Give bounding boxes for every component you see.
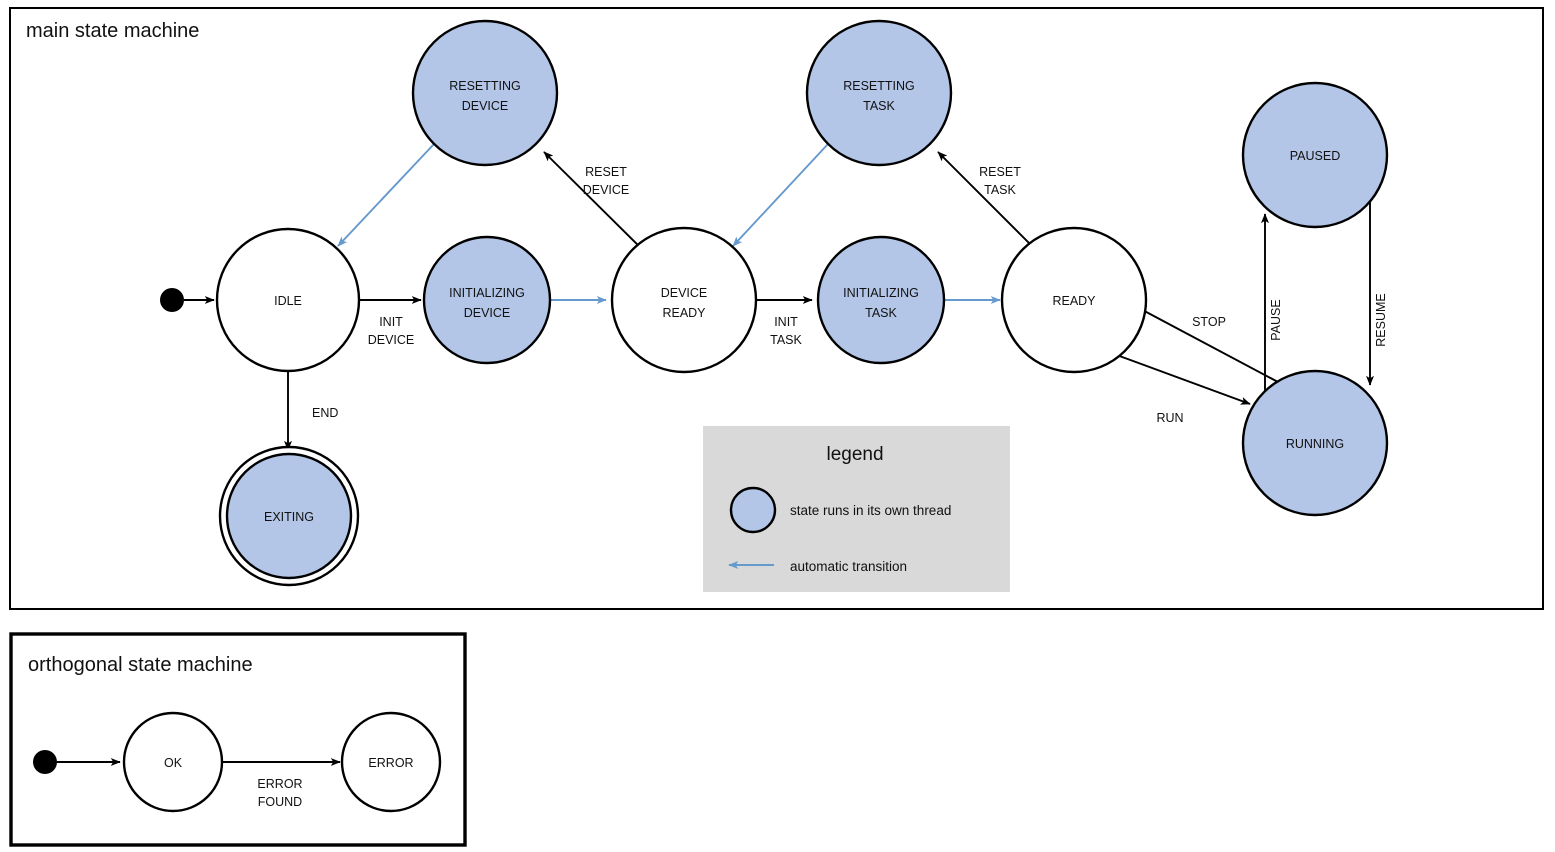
transition-running-to-paused: PAUSE [1261,213,1283,410]
state-ok-shape[interactable] [122,711,224,813]
legend-thread-swatch-icon [729,486,777,534]
transition-ready-to-resetting-task: RESET TASK [937,151,1041,255]
state-resetting-device-label-line2: DEVICE [462,99,509,113]
state-error-shape[interactable] [340,711,442,813]
edge-label-error-found-line1: ERROR [257,777,302,791]
state-ok-label: OK [164,756,183,770]
state-error[interactable]: ERROR [340,711,442,813]
state-initializing-task-label-line2: TASK [865,306,897,320]
state-resetting-device-label-line1: RESETTING [449,79,521,93]
state-ready-shape[interactable] [1000,226,1148,374]
state-initializing-device-label-line1: INITIALIZING [449,286,525,300]
transition-ready-to-running: RUN [1113,353,1251,425]
transition-ok-to-error: ERROR FOUND [223,758,341,809]
edge-running-to-ready [1134,305,1279,383]
legend-thread-text: state runs in its own thread [790,503,951,518]
edge-label-init-task-line2: TASK [770,333,802,347]
legend: legend state runs in its own thread auto… [703,426,1010,592]
state-resetting-device[interactable]: RESETTING DEVICE [411,19,559,167]
main-frame-border [9,7,1544,610]
edge-label-init-device-line2: DEVICE [368,333,415,347]
edge-label-stop: STOP [1192,315,1226,329]
state-paused[interactable]: PAUSED [1241,81,1389,229]
state-device-ready[interactable]: DEVICE READY [610,226,758,374]
transition-device-ready-to-initializing-task: INIT TASK [757,296,813,347]
main-frame-title: main state machine [26,20,199,42]
state-ready-label: READY [1052,294,1096,308]
state-resetting-task-shape[interactable] [805,19,953,167]
state-initializing-device-label-line2: DEVICE [464,306,511,320]
state-initializing-task-shape[interactable] [816,235,946,365]
state-initializing-device-shape[interactable] [422,235,552,365]
transition-idle-to-exiting: END [284,370,338,451]
legend-item-thread: state runs in its own thread [729,486,951,534]
transition-start-to-ok [33,750,121,774]
state-exiting[interactable]: EXITING [218,445,360,587]
main-state-machine-frame: main state machine [9,7,1544,610]
edge-device-ready-to-resetting-device [543,151,648,255]
transition-paused-to-running: RESUME [1366,197,1388,386]
transition-start-to-idle [160,288,215,312]
state-initializing-device[interactable]: INITIALIZING DEVICE [422,235,552,365]
edge-label-init-device-line1: INIT [379,315,403,329]
main-states: IDLE RESETTING DEVICE INITIALIZING DEVIC… [215,19,1389,587]
state-paused-shape[interactable] [1241,81,1389,229]
edge-label-init-task-line1: INIT [774,315,798,329]
state-device-ready-shape[interactable] [610,226,758,374]
edge-label-reset-device-line2: DEVICE [583,183,630,197]
transition-resetting-task-to-device-ready [732,143,829,247]
orthogonal-frame-title: orthogonal state machine [28,654,253,676]
state-ok[interactable]: OK [122,711,224,813]
edge-label-run: RUN [1156,411,1183,425]
state-ready[interactable]: READY [1000,226,1148,374]
state-initializing-task[interactable]: INITIALIZING TASK [816,235,946,365]
state-device-ready-label-line1: DEVICE [661,286,708,300]
edge-label-resume: RESUME [1374,293,1388,346]
orthogonal-state-machine-frame: orthogonal state machine ERROR FOUND OK … [9,632,467,847]
edge-ready-to-running [1113,353,1251,405]
state-error-label: ERROR [368,756,413,770]
edge-label-error-found-line2: FOUND [258,795,302,809]
state-initializing-task-label-line1: INITIALIZING [843,286,919,300]
state-exiting-shape[interactable] [225,452,353,580]
state-resetting-task-label-line1: RESETTING [843,79,915,93]
orthogonal-frame-border [9,632,467,847]
state-paused-label: PAUSED [1290,149,1340,163]
transition-resetting-device-to-idle [337,143,435,247]
state-running-label: RUNNING [1286,437,1344,451]
main-transitions: INIT DEVICE RESET DEVICE INIT TASK [160,143,1388,451]
state-running[interactable]: RUNNING [1241,369,1389,517]
state-exiting-label: EXITING [264,510,314,524]
edge-label-reset-device-line1: RESET [585,165,627,179]
edge-label-pause: PAUSE [1269,299,1283,340]
initial-state-marker [160,288,184,312]
edge-resetting-device-to-idle [337,143,435,247]
orthogonal-initial-state-marker [33,750,57,774]
transition-running-to-ready: STOP [1134,305,1279,383]
state-device-ready-label-line2: READY [662,306,706,320]
state-resetting-task-label-line2: TASK [863,99,895,113]
state-idle-label: IDLE [274,294,302,308]
legend-item-auto-transition: automatic transition [728,559,907,574]
state-idle-shape[interactable] [215,227,361,373]
edge-label-end: END [312,406,338,420]
edge-resetting-task-to-device-ready [732,143,829,247]
legend-title: legend [826,444,883,465]
edge-label-reset-task-line2: TASK [984,183,1016,197]
edge-label-reset-task-line1: RESET [979,165,1021,179]
state-idle[interactable]: IDLE [215,227,361,373]
state-resetting-task[interactable]: RESETTING TASK [805,19,953,167]
transition-device-ready-to-resetting-device: RESET DEVICE [543,151,648,255]
transition-idle-to-initializing-device: INIT DEVICE [358,296,422,347]
state-resetting-device-shape[interactable] [411,19,559,167]
state-running-shape[interactable] [1241,369,1389,517]
legend-auto-transition-text: automatic transition [790,559,907,574]
edge-ready-to-resetting-task [937,151,1041,255]
